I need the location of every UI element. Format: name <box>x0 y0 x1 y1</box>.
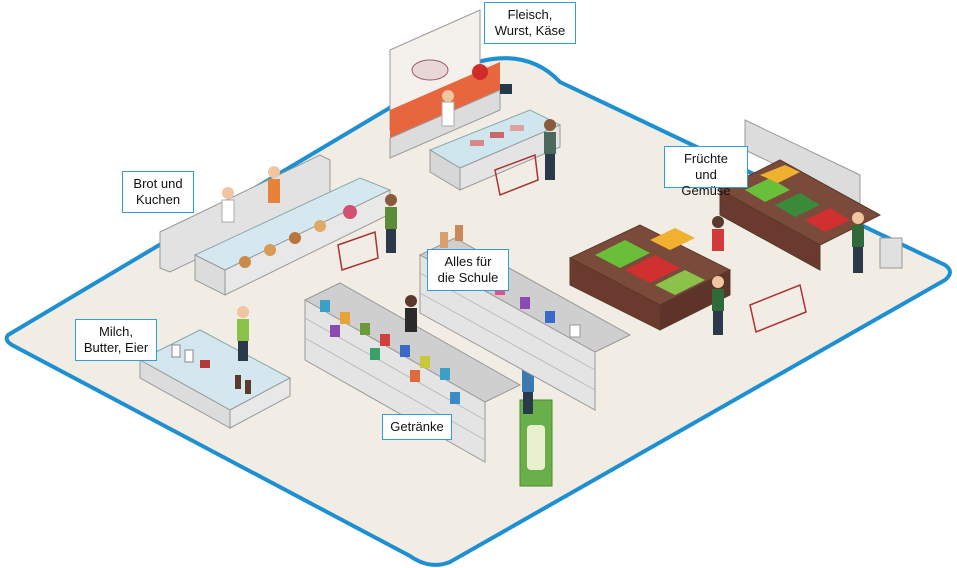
bakery-counter <box>159 154 397 296</box>
meat-counter <box>389 9 562 197</box>
produce-stand <box>718 119 903 334</box>
label-school-supplies[interactable]: Alles für die Schule <box>427 249 509 291</box>
produce-island <box>568 216 732 335</box>
dairy-freezer <box>138 306 292 429</box>
label-bakery[interactable]: Brot und Kuchen <box>122 171 194 213</box>
label-dairy[interactable]: Milch, Butter, Eier <box>75 319 157 361</box>
label-drinks[interactable]: Getränke <box>382 414 452 440</box>
label-produce[interactable]: Früchte und Gemüse <box>664 146 748 198</box>
label-meat-cheese[interactable]: Fleisch, Wurst, Käse <box>484 2 576 44</box>
